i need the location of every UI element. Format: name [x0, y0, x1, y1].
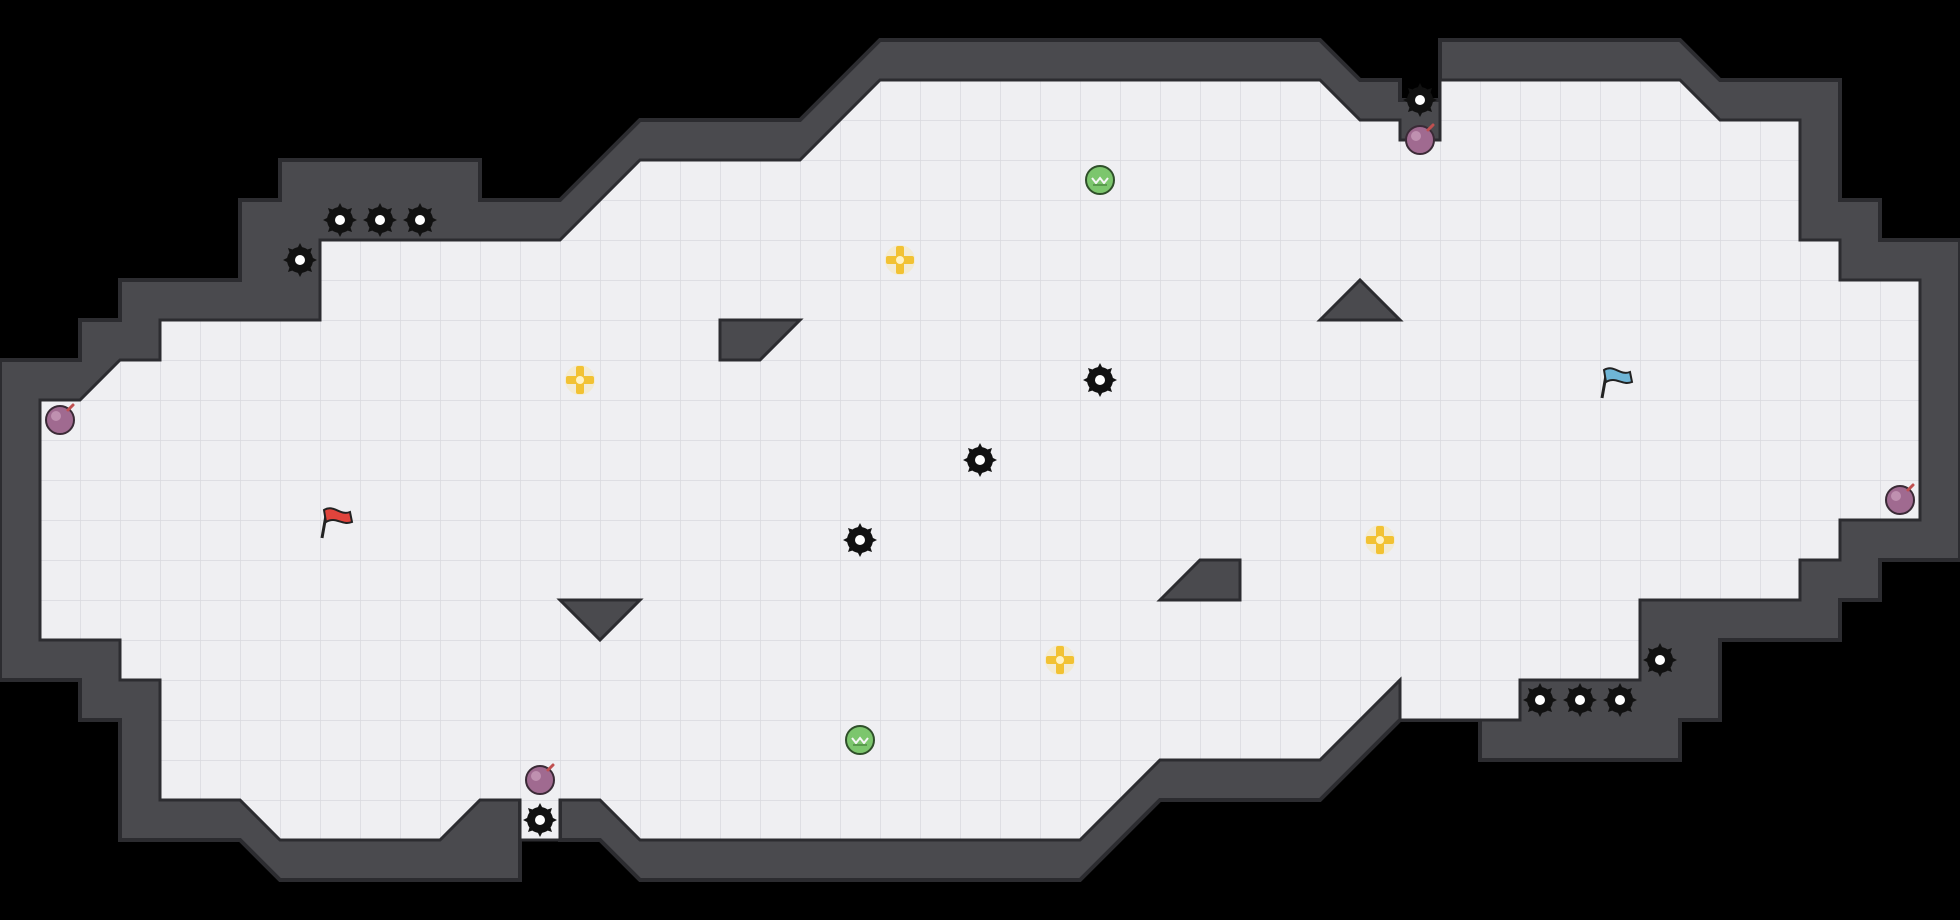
green-orb-icon [845, 725, 875, 755]
blue-flag-icon [1600, 367, 1634, 399]
saw-blade-icon [1523, 683, 1557, 717]
saw-blade-icon [1603, 683, 1637, 717]
plus-pickup-icon [1365, 525, 1395, 555]
saw-blade-icon [1643, 643, 1677, 677]
saw-blade-icon [843, 523, 877, 557]
red-flag-icon [320, 507, 354, 539]
saw-blade-icon [1083, 363, 1117, 397]
wall-slope [556, 598, 644, 643]
bomb-icon [44, 403, 76, 436]
saw-blade-icon [403, 203, 437, 237]
saw-blade-icon [363, 203, 397, 237]
wall-slope [1156, 558, 1242, 602]
bomb-icon [1404, 123, 1436, 156]
saw-blade-icon [523, 803, 557, 837]
green-orb-icon [1085, 165, 1115, 195]
saw-blade-icon [1563, 683, 1597, 717]
plus-pickup-icon [885, 245, 915, 275]
bomb-icon [524, 763, 556, 796]
bomb-icon [1884, 483, 1916, 516]
saw-blade-icon [1403, 83, 1437, 117]
saw-blade-icon [323, 203, 357, 237]
plus-pickup-icon [565, 365, 595, 395]
wall-slope [1316, 277, 1404, 322]
saw-blade-icon [283, 243, 317, 277]
wall-slope [718, 318, 804, 362]
plus-pickup-icon [1045, 645, 1075, 675]
saw-blade-icon [963, 443, 997, 477]
